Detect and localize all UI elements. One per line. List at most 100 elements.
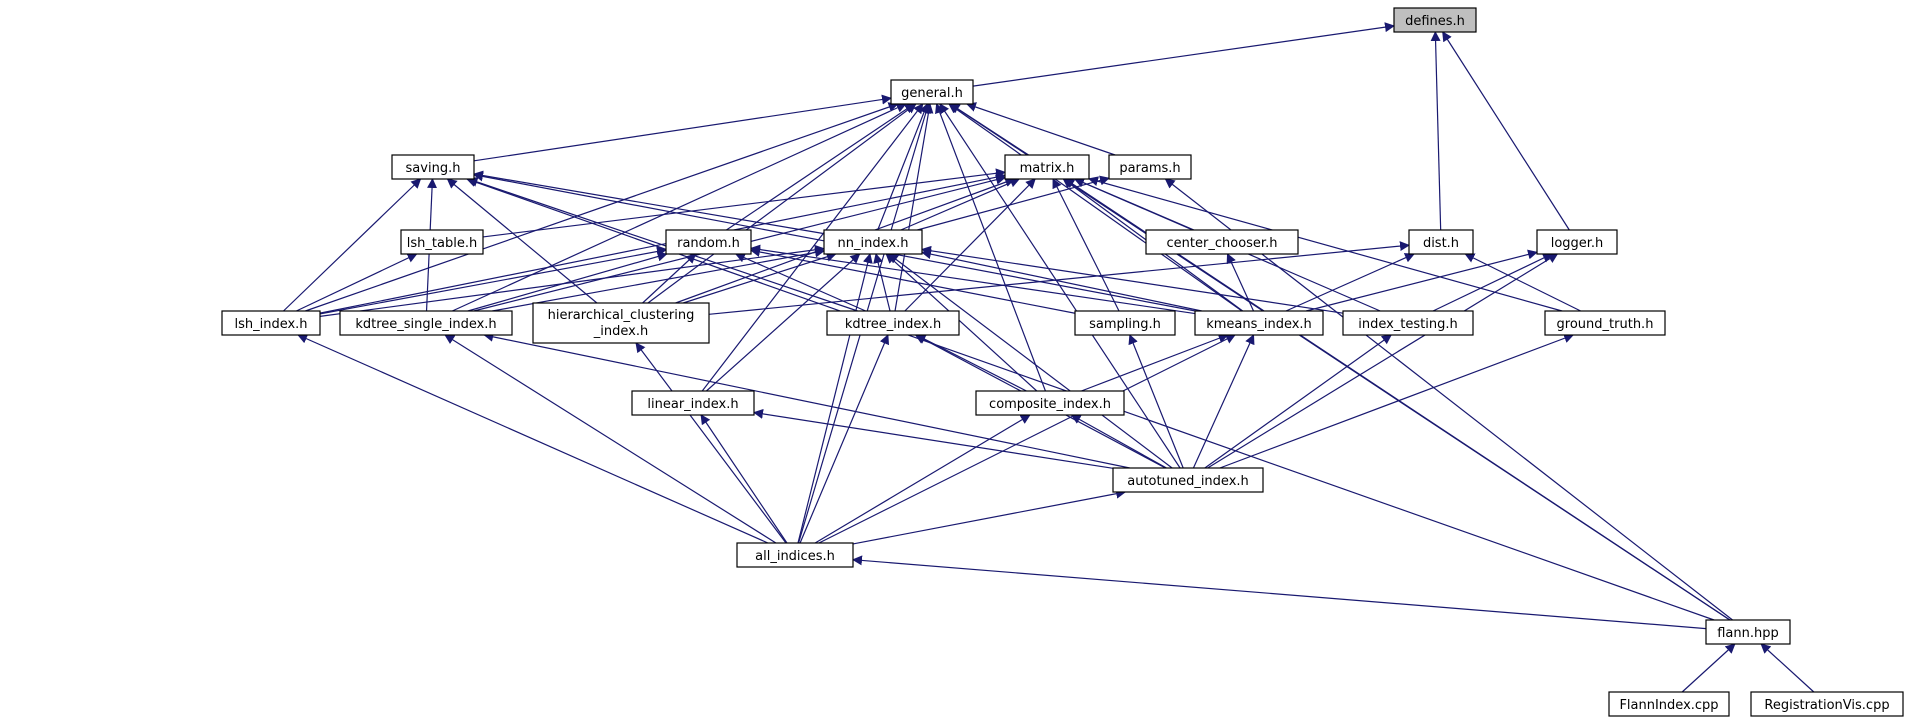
- node-box: [1145, 229, 1299, 255]
- node-linear[interactable]: linear_index.h: [631, 390, 755, 416]
- node-box: [391, 154, 475, 180]
- edge-kdtree_index-to-nn_index: [873, 253, 891, 312]
- node-box: [339, 310, 513, 336]
- node-matrix[interactable]: matrix.h: [1004, 154, 1090, 180]
- edge-all_indices-to-kmeans: [818, 334, 1236, 544]
- node-kmeans[interactable]: kmeans_index.h: [1194, 310, 1324, 336]
- node-random[interactable]: random.h: [665, 229, 752, 255]
- node-hierarchical[interactable]: hierarchical_clustering_index.h: [532, 302, 710, 344]
- node-flannindex_cpp[interactable]: FlannIndex.cpp: [1608, 691, 1730, 717]
- edge-flann-to-all_indices: [852, 555, 1707, 630]
- node-composite[interactable]: composite_index.h: [975, 390, 1125, 416]
- edge-random-to-general: [726, 103, 915, 231]
- edge-lsh_index-to-saving: [283, 178, 422, 312]
- edge-all_indices-to-composite: [814, 414, 1031, 544]
- node-center_chooser[interactable]: center_chooser.h: [1145, 229, 1299, 255]
- node-label: ground_truth.h: [1557, 317, 1654, 332]
- edge-kmeans-to-random: [750, 244, 1196, 315]
- edge-kdtree_single-to-nn_index: [492, 247, 825, 312]
- edge-lsh_index-to-general: [305, 102, 899, 312]
- node-registration_cpp[interactable]: RegistrationVis.cpp: [1750, 691, 1904, 717]
- edge-nn_index-to-params: [917, 175, 1110, 231]
- node-box: [1750, 691, 1904, 717]
- edge-autotuned-to-logger: [1207, 253, 1559, 469]
- edge-logger-to-defines: [1442, 31, 1570, 231]
- node-logger[interactable]: logger.h: [1536, 229, 1618, 255]
- edge-kdtree_single-to-general: [452, 103, 907, 312]
- edge-autotuned-to-kdtree_single: [483, 331, 1130, 469]
- node-box: [1705, 619, 1791, 645]
- edge-kdtree_index-to-general: [894, 103, 934, 312]
- node-box: [1004, 154, 1090, 180]
- node-box: [400, 229, 484, 255]
- edge-nn_index-to-general: [877, 103, 929, 231]
- edge-kdtree_single-to-random: [467, 251, 668, 312]
- node-general[interactable]: general.h: [890, 79, 974, 105]
- node-kdtree_index[interactable]: kdtree_index.h: [826, 310, 960, 336]
- node-label: saving.h: [406, 161, 461, 176]
- node-box: [665, 229, 752, 255]
- edge-all_indices-to-kdtree_single: [444, 334, 777, 544]
- node-label-line2: _index.h: [593, 324, 648, 339]
- edge-hierarchical-to-dist: [708, 241, 1410, 315]
- node-all_indices[interactable]: all_indices.h: [736, 542, 854, 568]
- node-box: [221, 310, 321, 336]
- node-label: kmeans_index.h: [1206, 317, 1312, 332]
- edge-index_testing-to-nn_index: [921, 245, 1344, 314]
- edge-lsh_index-to-matrix: [319, 172, 1006, 314]
- node-box: [1536, 229, 1618, 255]
- edge-hierarchical-to-nn_index: [683, 251, 837, 304]
- edge-linear-to-nn_index: [706, 253, 861, 392]
- edge-all_indices-to-autotuned: [852, 488, 1127, 545]
- node-nn_index[interactable]: nn_index.h: [823, 229, 923, 255]
- node-label: center_chooser.h: [1167, 236, 1278, 251]
- edge-saving-to-general: [473, 94, 892, 162]
- node-box: [1393, 7, 1477, 33]
- node-label: lsh_table.h: [407, 236, 477, 251]
- node-params[interactable]: params.h: [1108, 154, 1192, 180]
- edge-hierarchical-to-general: [647, 103, 917, 304]
- node-dist[interactable]: dist.h: [1408, 229, 1474, 255]
- edge-autotuned-to-composite: [1070, 414, 1167, 469]
- node-label: flann.hpp: [1717, 626, 1779, 641]
- node-flann[interactable]: flann.hpp: [1705, 619, 1791, 645]
- edge-linear-to-general: [701, 103, 924, 392]
- edge-ground_truth-to-matrix: [1088, 176, 1563, 312]
- edge-kdtree_index-to-saving: [467, 177, 858, 312]
- node-label: sampling.h: [1089, 317, 1161, 332]
- node-defines[interactable]: defines.h: [1393, 7, 1477, 33]
- edge-composite-to-kdtree_index: [915, 334, 1027, 392]
- node-label: RegistrationVis.cpp: [1764, 698, 1889, 713]
- node-lsh_index[interactable]: lsh_index.h: [221, 310, 321, 336]
- node-label: nn_index.h: [838, 236, 909, 251]
- node-label: logger.h: [1551, 236, 1604, 251]
- edge-all_indices-to-hierarchical: [635, 342, 787, 544]
- edge-dist-to-defines: [1430, 31, 1442, 231]
- node-label: random.h: [677, 236, 740, 251]
- node-lsh_table[interactable]: lsh_table.h: [400, 229, 484, 255]
- node-autotuned[interactable]: autotuned_index.h: [1112, 467, 1264, 493]
- node-ground_truth[interactable]: ground_truth.h: [1544, 310, 1666, 336]
- edge-autotuned-to-index_testing: [1204, 334, 1392, 469]
- node-label: all_indices.h: [755, 549, 835, 564]
- edge-registration_cpp-to-flann: [1760, 643, 1815, 693]
- node-saving[interactable]: saving.h: [391, 154, 475, 180]
- edge-flannindex_cpp-to-flann: [1681, 643, 1736, 693]
- node-box: [736, 542, 854, 568]
- edge-nn_index-to-matrix: [900, 177, 1021, 231]
- node-box: [1408, 229, 1474, 255]
- node-box: [975, 390, 1125, 416]
- edge-all_indices-to-linear: [700, 414, 788, 544]
- node-label: FlannIndex.cpp: [1619, 698, 1718, 713]
- edge-kmeans-to-logger: [1305, 249, 1538, 312]
- node-box: [1112, 467, 1264, 493]
- node-sampling[interactable]: sampling.h: [1074, 310, 1176, 336]
- node-index_testing[interactable]: index_testing.h: [1342, 310, 1474, 336]
- node-label: linear_index.h: [647, 397, 738, 412]
- node-box: [1074, 310, 1176, 336]
- node-kdtree_single[interactable]: kdtree_single_index.h: [339, 310, 513, 336]
- node-box: [1194, 310, 1324, 336]
- node-label: dist.h: [1423, 236, 1459, 251]
- node-label: defines.h: [1405, 14, 1465, 29]
- edge-sampling-to-matrix: [1052, 178, 1120, 312]
